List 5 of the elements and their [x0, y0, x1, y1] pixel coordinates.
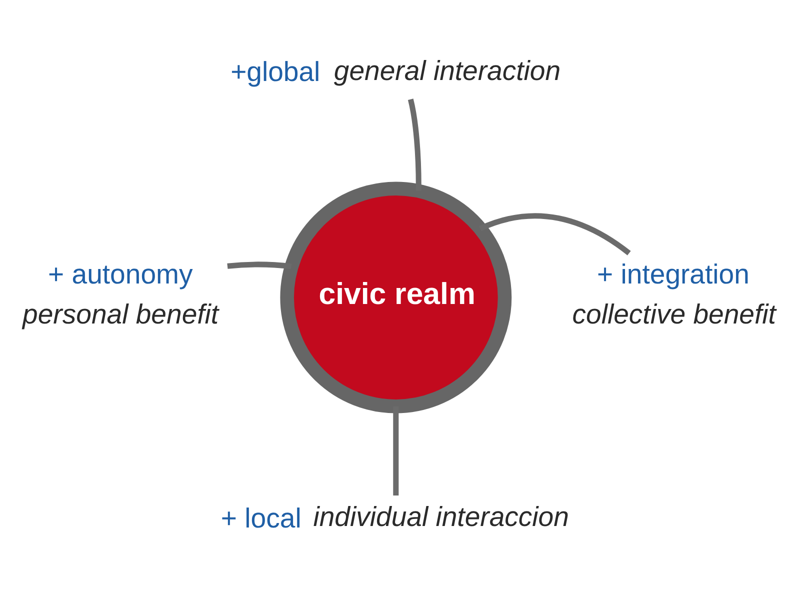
node-circle: civic realm: [280, 182, 512, 414]
node-text: +global general interaction: [230, 54, 561, 88]
node-text: + local individual interaccion: [220, 501, 569, 534]
node-text: + integration collective benefit: [572, 258, 776, 330]
node-text: + autonomy personal benefit: [22, 258, 219, 330]
